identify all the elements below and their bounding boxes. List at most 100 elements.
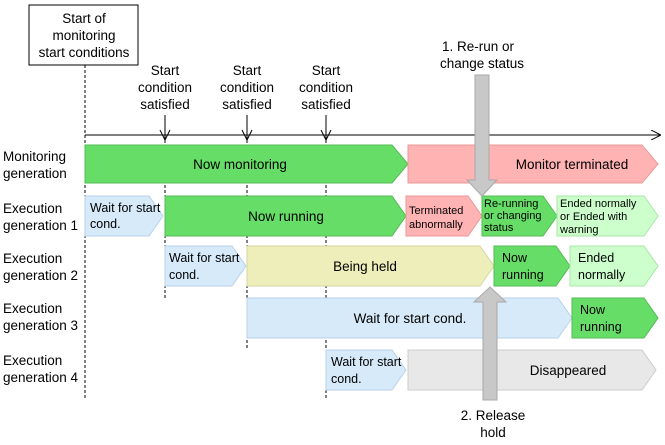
condition-1: Start condition satisfied <box>138 63 192 142</box>
bar-g1-wait-text-2: cond. <box>90 217 121 231</box>
bar-g2-held: Being held <box>246 245 495 287</box>
svg-text:Ended: Ended <box>578 251 614 265</box>
row-2-label-1: Execution <box>3 251 62 266</box>
row-0-label-1: Monitoring <box>3 149 66 164</box>
callout-rerun: 1. Re-run or change status <box>440 39 524 197</box>
svg-text:Now monitoring: Now monitoring <box>193 157 287 172</box>
svg-text:generation 3: generation 3 <box>3 318 78 333</box>
svg-text:Start: Start <box>312 63 341 78</box>
condition-2: Start condition satisfied <box>220 63 274 142</box>
row-0-label-2: generation <box>3 166 67 181</box>
condition-3-arrowhead <box>320 129 332 142</box>
svg-text:satisfied: satisfied <box>301 97 351 112</box>
svg-text:generation 1: generation 1 <box>3 218 78 233</box>
svg-text:Start: Start <box>233 63 262 78</box>
bar-g2-ended-text-2: normally <box>578 268 626 282</box>
bar-g1-rerunning-text-2: or changing <box>484 210 542 222</box>
svg-text:Re-running: Re-running <box>484 198 538 210</box>
svg-text:cond.: cond. <box>90 217 121 231</box>
svg-text:cond.: cond. <box>331 372 362 386</box>
row-3-label-1: Execution <box>3 301 62 316</box>
svg-text:Execution: Execution <box>3 201 62 216</box>
release-arrow-shape <box>472 286 508 401</box>
svg-text:Wait for start: Wait for start <box>169 251 240 265</box>
bar-g3-running-text-2: running <box>580 320 622 334</box>
svg-text:condition: condition <box>138 80 192 95</box>
bar-g1-ended: Ended normally or Ended with warning <box>556 195 659 237</box>
bar-g3-wait: Wait for start cond. <box>246 297 573 339</box>
bar-g1-wait-text-1: Wait for start <box>90 201 161 215</box>
svg-text:Monitoring: Monitoring <box>3 149 66 164</box>
svg-text:Execution: Execution <box>3 251 62 266</box>
svg-text:Being held: Being held <box>333 259 397 274</box>
svg-text:satisfied: satisfied <box>140 97 190 112</box>
bar-g2-wait-text-1: Wait for start <box>169 251 240 265</box>
rerun-down-arrow <box>465 74 499 197</box>
svg-text:generation: generation <box>3 166 67 181</box>
bar-g2-running-text-2: running <box>502 268 544 282</box>
bar-g4-disappeared-text: Disappeared <box>530 363 607 378</box>
bar-g1-terminated: Terminated abnormally <box>405 195 483 237</box>
bar-g2-wait-text-2: cond. <box>169 268 200 282</box>
bar-g1-ended-text-1: Ended normally <box>560 198 637 210</box>
condition-1-arrowhead <box>159 129 171 142</box>
bar-g2-running-text-1: Now <box>502 251 528 265</box>
svg-text:Execution: Execution <box>3 353 62 368</box>
start-box: Start of monitoring start conditions <box>28 4 139 66</box>
svg-text:2. Release: 2. Release <box>461 408 526 423</box>
row-3-label-2: generation 3 <box>3 318 78 333</box>
condition-2-line-1: Start <box>233 63 262 78</box>
condition-3-line-3: satisfied <box>301 97 351 112</box>
callout-rerun-line-1: 1. Re-run or <box>442 39 515 54</box>
callout-rerun-line-2: change status <box>440 56 524 71</box>
row-2-label-2: generation 2 <box>3 268 78 283</box>
row-1-label-2: generation 1 <box>3 218 78 233</box>
bar-g1-wait: Wait for start cond. <box>84 195 164 237</box>
bar-g1-rerunning-text-1: Re-running <box>484 198 538 210</box>
bar-g4-wait-text-1: Wait for start <box>331 355 402 369</box>
svg-text:or Ended with: or Ended with <box>560 211 627 223</box>
bar-g3-wait-text: Wait for start cond. <box>354 311 467 326</box>
svg-text:generation 2: generation 2 <box>3 268 78 283</box>
row-4-label-1: Execution <box>3 353 62 368</box>
bar-g1-terminated-text-2: abnormally <box>409 219 463 231</box>
bar-now-monitoring: Now monitoring <box>84 144 409 184</box>
bar-g4-wait-text-2: cond. <box>331 372 362 386</box>
bar-g2-ended-text-1: Ended <box>578 251 614 265</box>
bar-g2-ended: Ended normally <box>569 245 659 287</box>
svg-text:Now: Now <box>580 303 606 317</box>
bar-g1-running: Now running <box>164 195 407 237</box>
bar-g2-running: Now running <box>493 245 571 287</box>
svg-text:Monitor terminated: Monitor terminated <box>516 157 629 172</box>
bar-g4-wait: Wait for start cond. <box>325 349 407 391</box>
svg-text:abnormally: abnormally <box>409 219 463 231</box>
bar-g1-ended-text-3: warning <box>559 224 599 236</box>
bar-g2-wait: Wait for start cond. <box>164 245 247 287</box>
start-box-line-2: monitoring <box>52 28 115 43</box>
svg-text:change status: change status <box>440 56 524 71</box>
bar-monitor-terminated: Monitor terminated <box>407 144 659 184</box>
svg-text:hold: hold <box>480 425 506 440</box>
svg-text:Execution: Execution <box>3 301 62 316</box>
bar-g1-running-text: Now running <box>248 209 324 224</box>
svg-text:generation 4: generation 4 <box>3 370 79 385</box>
callout-release-line-2: hold <box>480 425 506 440</box>
svg-text:running: running <box>580 320 622 334</box>
condition-2-line-3: satisfied <box>222 97 272 112</box>
callout-release-line-1: 2. Release <box>461 408 526 423</box>
condition-3: Start condition satisfied <box>299 63 353 142</box>
callout-release: 2. Release hold <box>461 286 526 440</box>
row-4-label-2: generation 4 <box>3 370 79 385</box>
row-1-label-1: Execution <box>3 201 62 216</box>
svg-text:Disappeared: Disappeared <box>530 363 607 378</box>
bar-now-monitoring-text: Now monitoring <box>193 157 287 172</box>
svg-text:Ended normally: Ended normally <box>560 198 637 210</box>
svg-text:Wait for start cond.: Wait for start cond. <box>354 311 467 326</box>
condition-3-line-1: Start <box>312 63 341 78</box>
condition-2-arrowhead <box>241 129 253 142</box>
condition-1-line-2: condition <box>138 80 192 95</box>
svg-text:Now: Now <box>502 251 528 265</box>
svg-text:running: running <box>502 268 544 282</box>
bar-g1-ended-text-2: or Ended with <box>560 211 627 223</box>
bar-g1-terminated-text-1: Terminated <box>409 205 463 217</box>
